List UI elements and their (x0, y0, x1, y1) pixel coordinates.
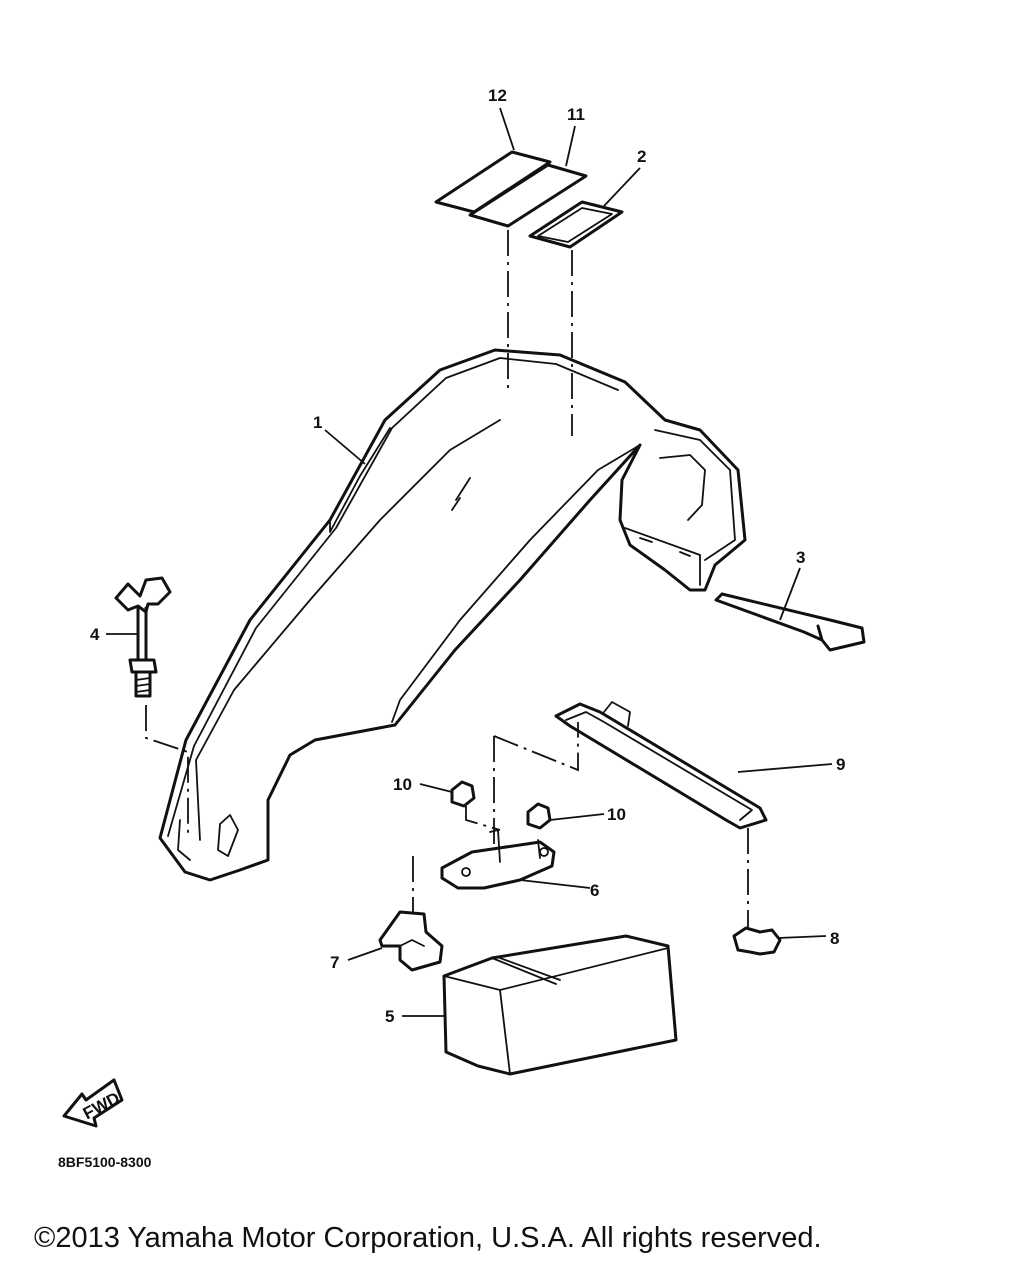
callout-leaders (106, 107, 833, 1017)
callout-5: 5 (385, 1007, 394, 1026)
part-2-damper[interactable] (528, 200, 624, 249)
copyright-notice: ©2013 Yamaha Motor Corporation, U.S.A. A… (34, 1222, 822, 1254)
part-7-stay[interactable] (378, 910, 444, 972)
callout-10-left: 10 (393, 775, 412, 794)
callout-11: 11 (567, 105, 585, 124)
part-1-fender[interactable] (158, 348, 747, 882)
part-12-emblem[interactable] (434, 150, 552, 214)
callout-numbers: 12 11 2 1 3 4 9 10 10 6 8 7 5 (90, 86, 845, 1026)
part-10-nut-right[interactable] (526, 802, 552, 830)
fwd-label: FWD (80, 1088, 123, 1123)
part-8-clamp[interactable] (732, 926, 782, 956)
callout-9: 9 (836, 755, 845, 774)
part-6-bracket[interactable] (440, 829, 556, 890)
part-11-emblem[interactable] (468, 163, 588, 228)
part-4-wing-bolt[interactable] (114, 576, 172, 698)
fwd-arrow-icon: FWD (62, 1078, 124, 1128)
part-9-battery-band[interactable] (554, 701, 768, 830)
callout-4: 4 (90, 625, 100, 644)
callout-1: 1 (313, 413, 322, 432)
callout-3: 3 (796, 548, 805, 567)
callout-7: 7 (330, 953, 339, 972)
part-5-battery[interactable] (442, 934, 678, 1076)
callout-12: 12 (488, 86, 507, 105)
callout-6: 6 (590, 881, 599, 900)
callout-10-right: 10 (607, 805, 626, 824)
diagram-code: 8BF5100-8300 (58, 1154, 152, 1170)
callout-2: 2 (637, 147, 646, 166)
alignment-lines (145, 230, 749, 930)
callout-8: 8 (830, 929, 839, 948)
part-10-nut-left[interactable] (450, 780, 476, 808)
part-3-rod[interactable] (714, 592, 866, 652)
